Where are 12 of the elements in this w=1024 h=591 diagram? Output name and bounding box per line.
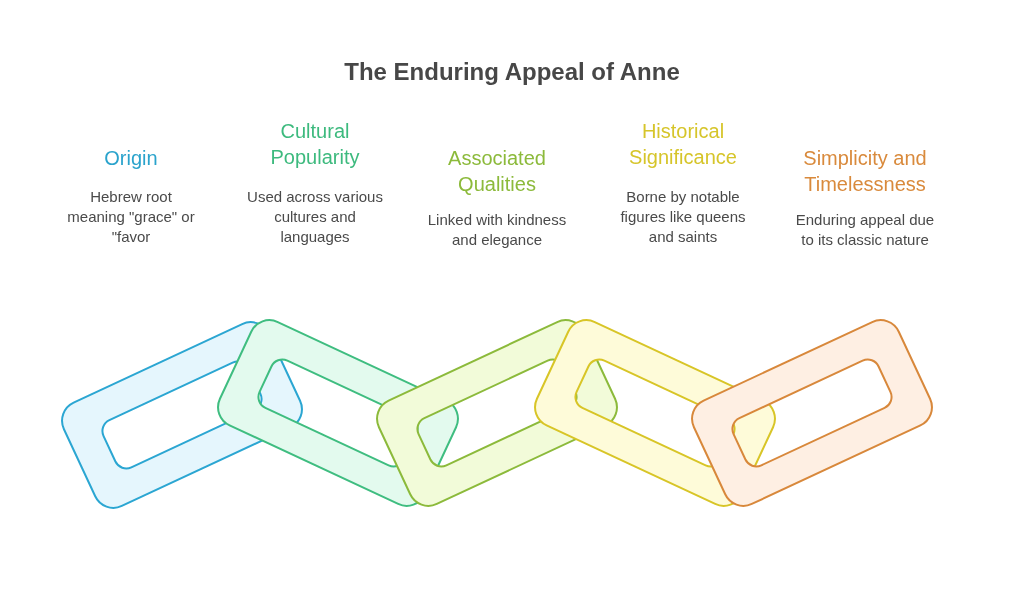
description-text: Borne by notable figures like queens and saints	[619, 187, 747, 247]
column-heading: Cultural Popularity	[269, 119, 361, 170]
description-text: Used across various cultures and languages	[246, 187, 384, 247]
chain-link	[691, 319, 933, 507]
column-heading: Historical Significance	[628, 119, 738, 170]
description-text: Enduring appeal due to its classic nature	[794, 210, 936, 250]
description-text: Linked with kindness and elegance	[426, 210, 568, 250]
column-heading: Origin	[104, 146, 158, 171]
description-text: Hebrew root meaning "grace" or "favor	[66, 187, 196, 247]
column-heading: Simplicity and Timelessness	[802, 146, 928, 197]
diagram-title: The Enduring Appeal of Anne	[344, 58, 680, 86]
column-heading: Associated Qualities	[447, 146, 547, 197]
